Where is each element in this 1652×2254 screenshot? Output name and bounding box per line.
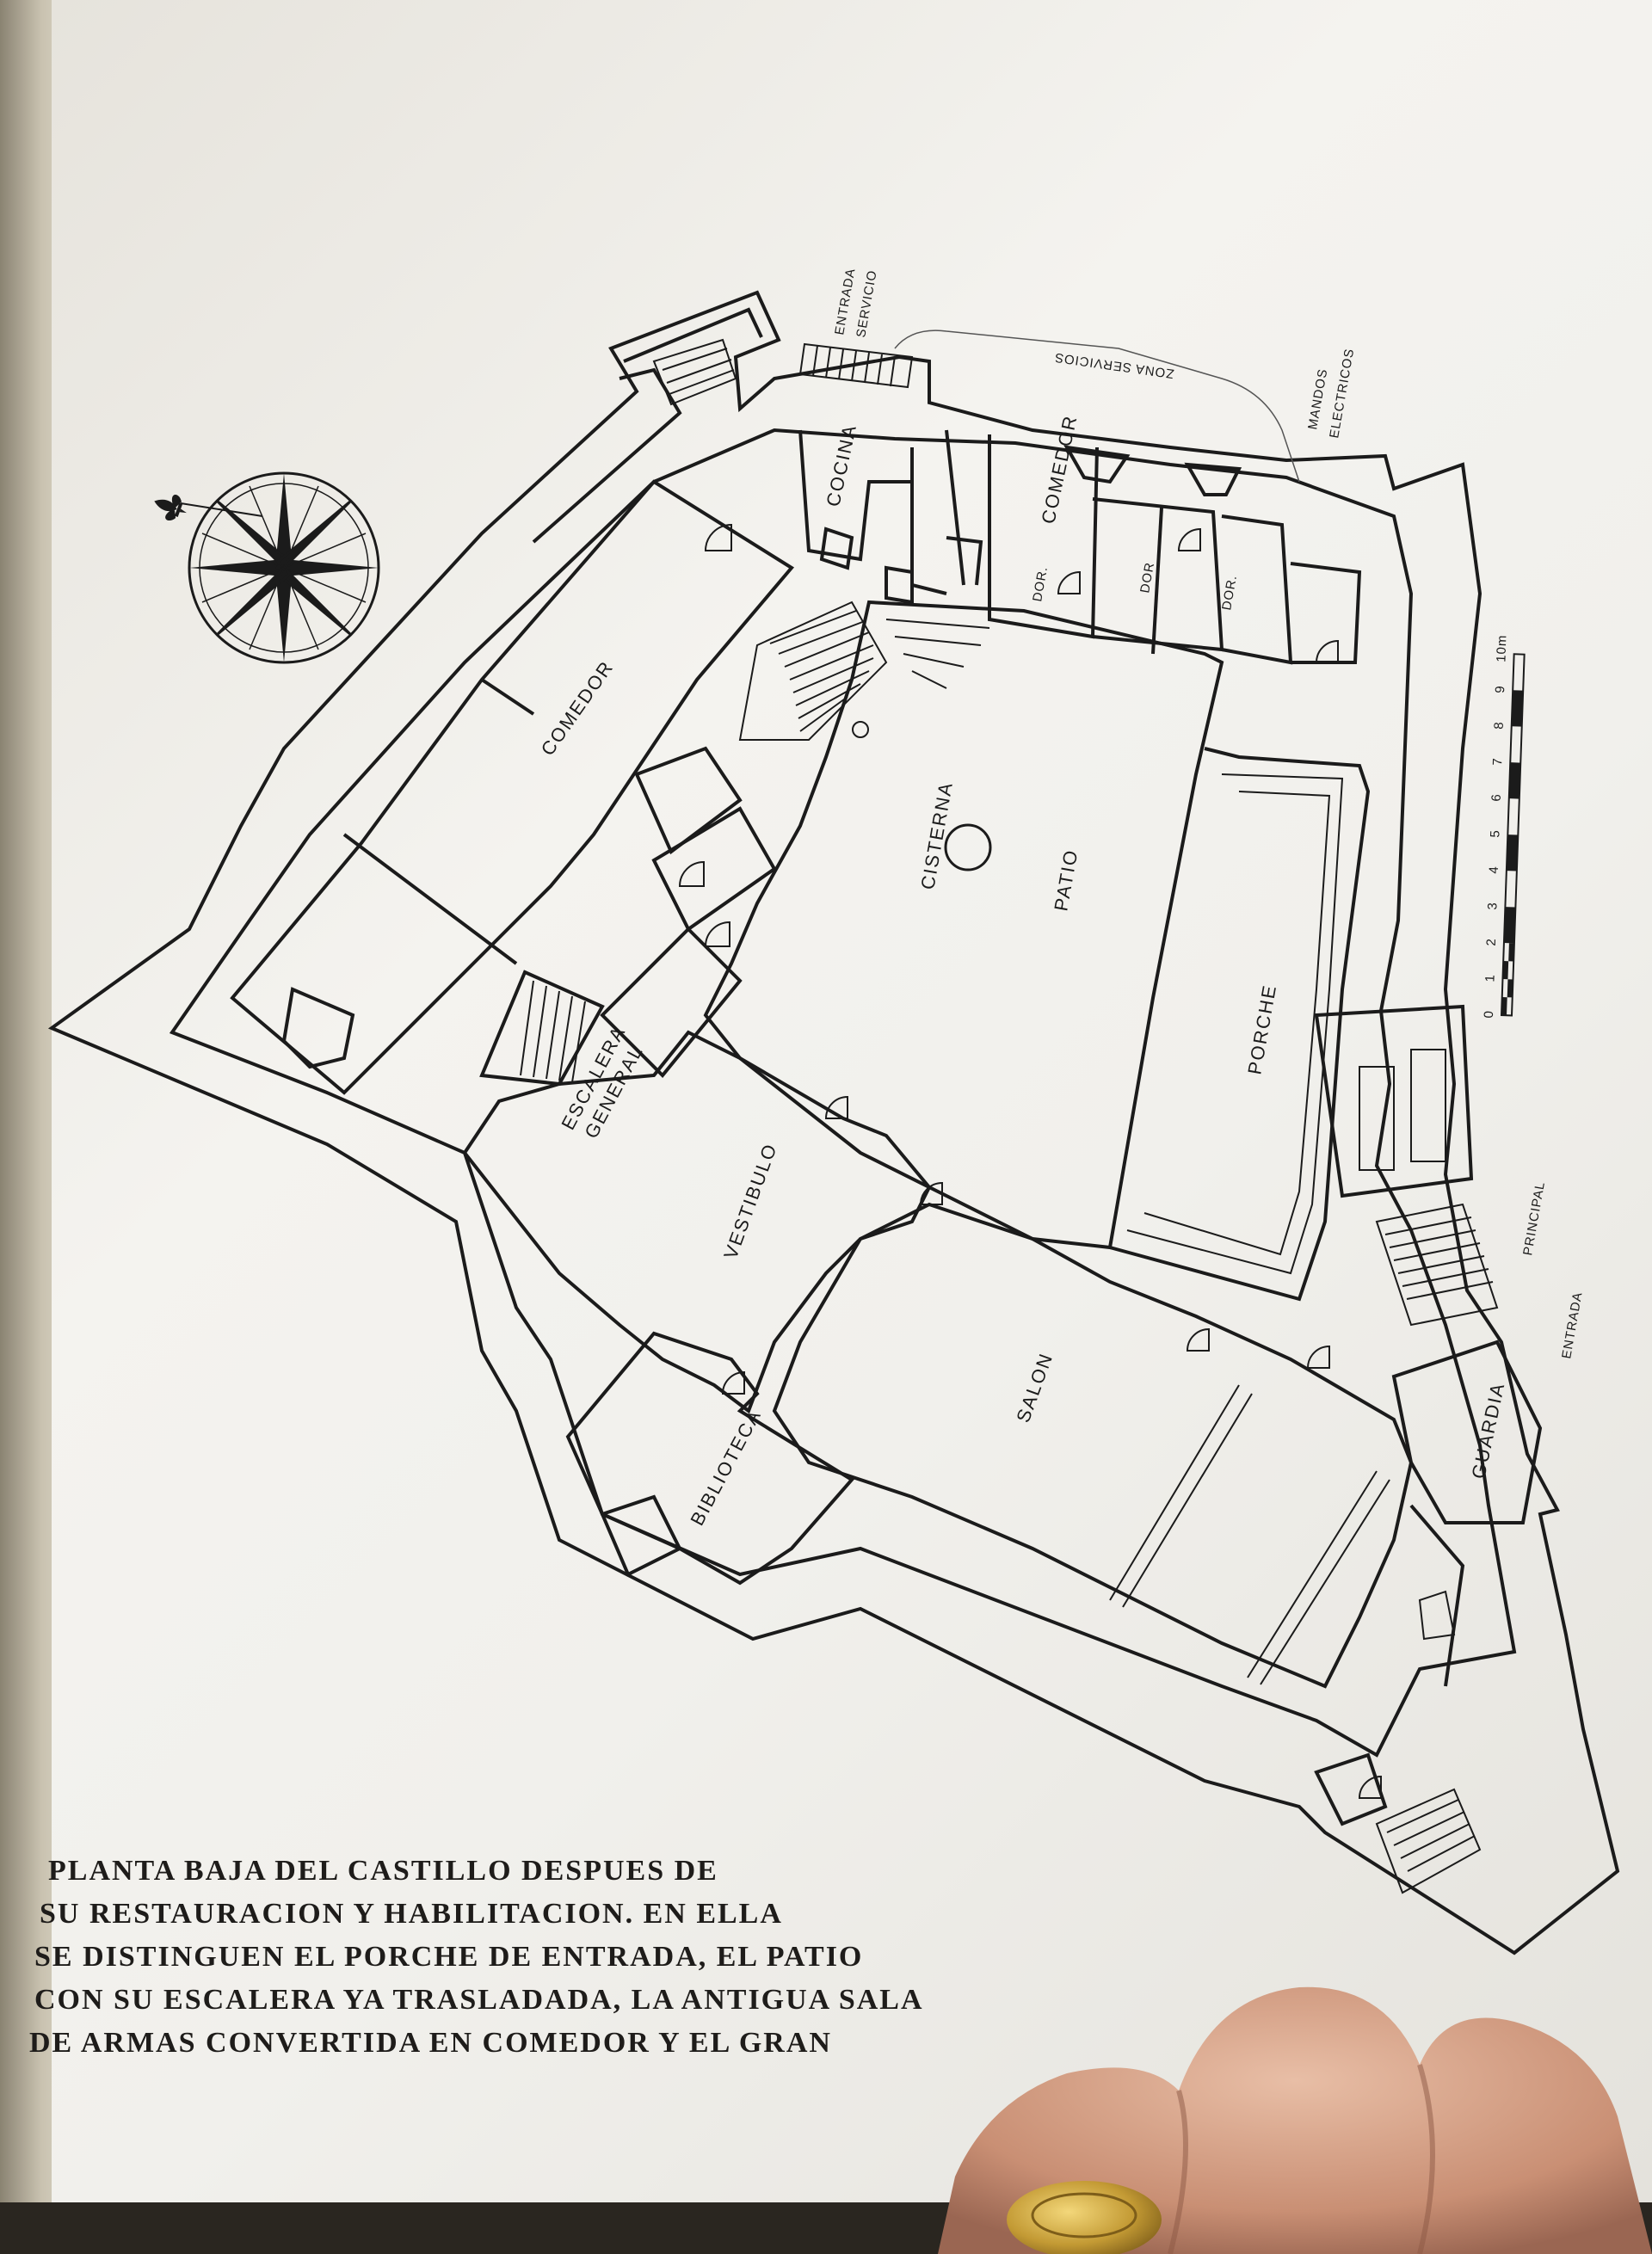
floor-plan: 0 1 2 3 4 5 6 7 8 9 10m ENTRADA SERVICIO… [47, 267, 1620, 1955]
label-biblioteca: BIBLIOTECA [686, 1406, 765, 1530]
scale-tick: 7 [1490, 757, 1505, 766]
plan-caption: PLANTA BAJA DEL CASTILLO DESPUES DE SU R… [29, 1850, 1050, 2065]
scale-tick: 1 [1482, 974, 1497, 982]
scale-tick: 4 [1487, 865, 1501, 874]
salon-room [772, 1202, 1414, 1689]
label-comedor-servicio: COMEDOR [1037, 413, 1081, 526]
label-dor: DOR [1137, 561, 1157, 594]
scale-tick: 0 [1482, 1010, 1496, 1019]
label-entrada-servicio: ENTRADA [832, 267, 858, 336]
compass-rose-icon [154, 471, 380, 664]
comedor-room [230, 479, 795, 1095]
scale-tick: 8 [1492, 721, 1507, 730]
vestibulo [462, 1030, 932, 1414]
guardia-room [1391, 1339, 1543, 1524]
label-entrada-principal: ENTRADA [1559, 1290, 1585, 1359]
cisterna-well [944, 823, 992, 871]
label-comedor: COMEDOR [537, 656, 618, 760]
label-zona-servicios: ZONA SERVICIOS [1053, 349, 1174, 380]
label-mandos-electricos: ELECTRICOS [1327, 347, 1357, 439]
caption-line: SE DISTINGUEN EL PORCHE DE ENTRADA, EL P… [34, 1941, 864, 1973]
service-stair [652, 338, 737, 406]
biblioteca-room [565, 1331, 855, 1586]
caption-line: SU RESTAURACION Y HABILITACION. EN ELLA [40, 1898, 783, 1930]
inner-wall [169, 428, 1517, 1758]
label-cisterna: CISTERNA [916, 779, 957, 891]
scale-bar: 0 1 2 3 4 5 6 7 8 9 10m [1482, 634, 1526, 1019]
label-entrada-servicio: SERVICIO [854, 269, 880, 339]
outer-wall [47, 290, 1620, 1955]
scale-tick: 5 [1488, 829, 1502, 838]
patio-staircase [738, 600, 990, 741]
label-vestibulo: VESTIBULO [719, 1140, 781, 1262]
escalera-general [479, 970, 605, 1087]
label-entrada-principal: PRINCIPAL [1520, 1180, 1548, 1257]
label-dor: DOR. [1030, 565, 1051, 603]
scale-tick: 2 [1484, 938, 1499, 946]
patio [703, 600, 1224, 1250]
scale-tick: 3 [1485, 902, 1500, 910]
porche [1109, 747, 1371, 1302]
scale-tick: 9 [1493, 685, 1507, 693]
label-salon: SALON [1012, 1350, 1057, 1426]
label-patio: PATIO [1050, 847, 1082, 913]
caption-line: CON SU ESCALERA YA TRASLADADA, LA ANTIGU… [34, 1984, 924, 2016]
caption-line: DE ARMAS CONVERTIDA EN COMEDOR Y EL GRAN [29, 2027, 832, 2059]
caption-line: PLANTA BAJA DEL CASTILLO DESPUES DE [48, 1855, 718, 1887]
entrada-principal-stair [1375, 1203, 1499, 1327]
scale-tick: 10m [1494, 634, 1509, 662]
label-guardia: GUARDIA [1467, 1380, 1508, 1481]
scale-tick: 6 [1489, 793, 1504, 802]
label-mandos-electricos: MANDOS [1305, 367, 1330, 431]
label-dor: DOR. [1219, 574, 1240, 612]
fleur-de-lis-icon [154, 495, 187, 521]
label-porche: PORCHE [1243, 982, 1280, 1076]
hand-photo [938, 1986, 1652, 2254]
